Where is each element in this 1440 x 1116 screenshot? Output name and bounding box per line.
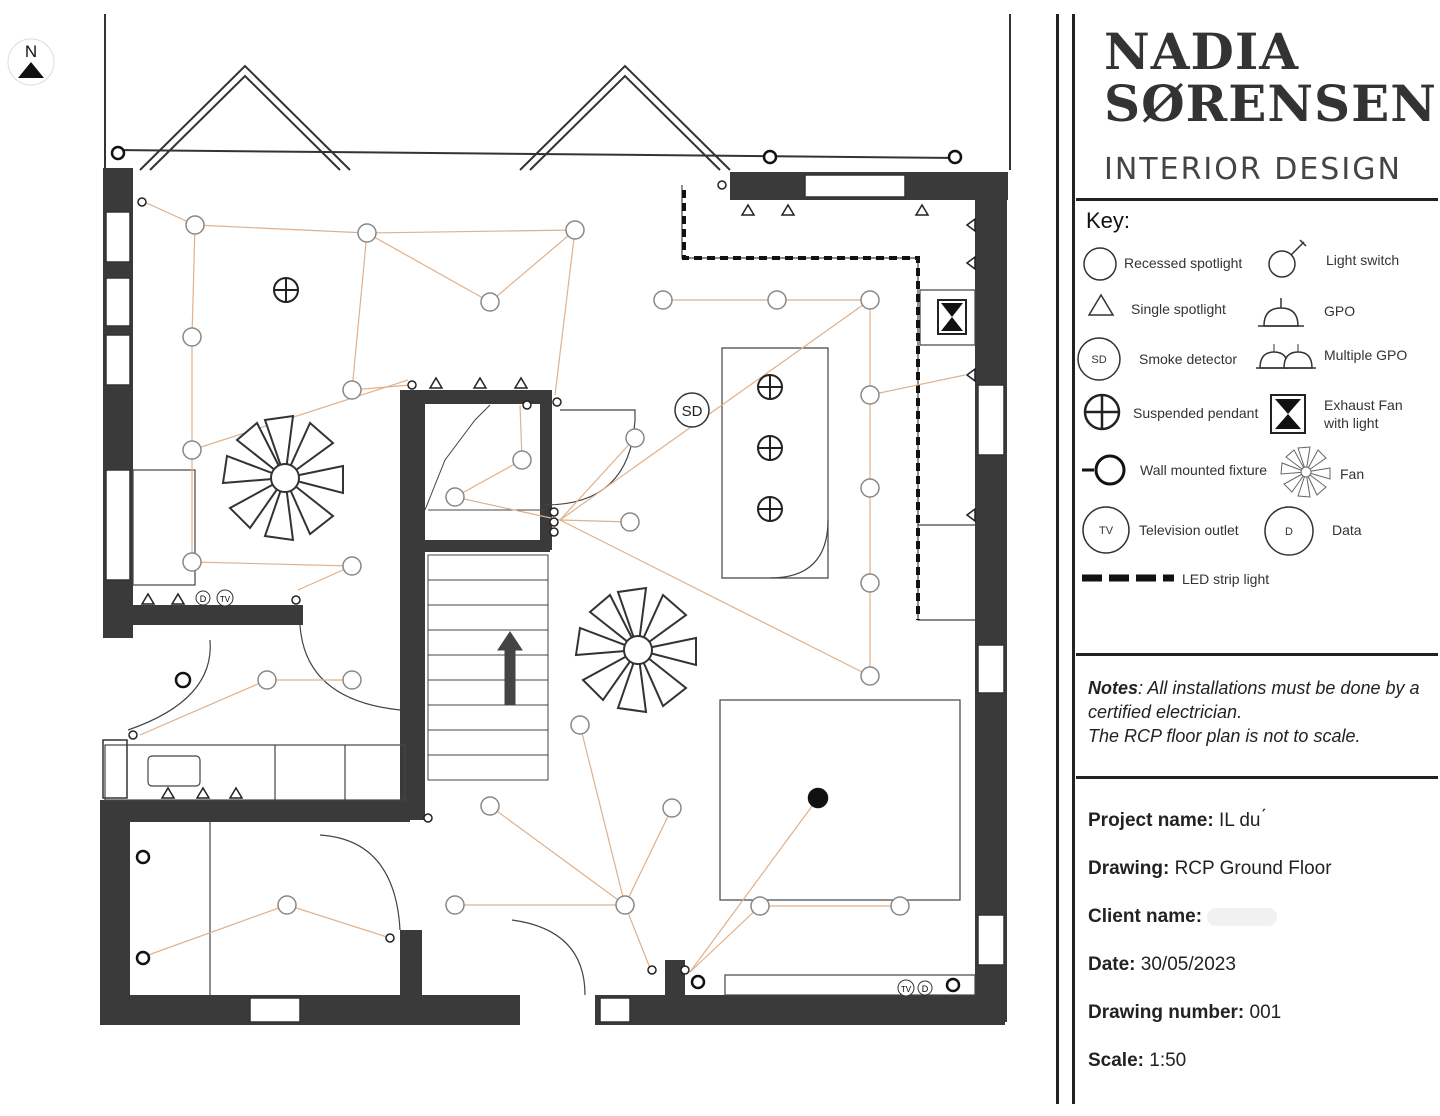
notes-text: : All installations must be done by a ce… [1088,678,1420,722]
wiring [139,199,966,973]
scale-row: Scale: 1:50 [1088,1050,1186,1072]
staircase [424,404,549,781]
multiple-gpo-icon [1256,344,1316,369]
key-label-data: Data [1332,522,1362,538]
date-value: 30/05/2023 [1140,954,1236,975]
light-switch-icon [1268,239,1307,278]
drawing-row: Drawing: RCP Ground Floor [1088,858,1332,880]
sd-label: SD [682,403,703,420]
brand-line-2: SØRENSEN [1104,74,1437,133]
divider-line-2 [1072,14,1075,1104]
key-label-single-spotlight: Single spotlight [1131,301,1226,317]
key-label-gpo: GPO [1324,303,1356,319]
scale-value: 1:50 [1149,1050,1187,1071]
key-label-recessed-spotlight: Recessed spotlight [1124,255,1243,271]
tv-outlet-icon: TV [1082,506,1130,554]
brand-line-1: NADIA [1104,22,1300,81]
notes-text-2: The RCP floor plan is not to scale. [1088,726,1361,746]
project-name-value: IL du ́ [1218,810,1266,831]
project-name-label: Project name: [1088,810,1214,831]
key-label-suspended-pendant: Suspended pendant [1133,405,1259,421]
recessed-spotlights [182,215,910,916]
data-outlet-label: D [200,594,207,604]
notes-label: Notes [1088,678,1139,698]
tv-outlet-label-2: TV [901,985,912,994]
notes-divider [1076,776,1438,779]
data-outlet-label-2: D [922,984,929,994]
drawing-value: RCP Ground Floor [1174,858,1332,879]
suspended-pendant-icon [1083,393,1121,431]
wall-fixture-icon [1082,454,1126,486]
key-label-tv-outlet: Television outlet [1139,522,1239,538]
title-block: NADIA SØRENSEN INTERIOR DESIGN Key: Rece… [1056,0,1440,1116]
fan-icon [1280,446,1331,498]
key-label-fan: Fan [1340,466,1365,482]
key-divider [1076,653,1438,656]
drawing-number-row: Drawing number: 001 [1088,1002,1281,1024]
drawing-number-label: Drawing number: [1088,1002,1245,1023]
led-strip-icon [1082,574,1174,582]
key-title: Key: [1086,208,1131,233]
drawing-number-value: 001 [1249,1002,1282,1023]
recessed-spotlight-icon [1083,247,1117,281]
exhaust-fan-icon [1270,394,1306,434]
divider-line [1056,14,1059,1104]
exhaust-fan-symbol [937,299,967,335]
windows [102,174,1005,1023]
data-icon: D [1264,506,1314,556]
tv-symbol-text: TV [1099,525,1114,537]
single-spotlights [140,203,976,799]
north-arrow-icon: N [7,38,55,86]
data-tv-outlets: D TV TV D [195,589,933,997]
smoke-detector-symbol: SD [674,392,710,428]
led-strip-light [682,190,920,620]
key-label-smoke-detector: Smoke detector [1139,351,1238,367]
key-label-multiple-gpo: Multiple GPO [1324,347,1408,363]
ceiling-fans [221,414,697,714]
client-label: Client name: [1088,906,1203,927]
suspended-pendants [273,277,783,522]
brand-name: NADIA SØRENSEN [1104,26,1437,130]
date-label: Date: [1088,954,1136,975]
date-row: Date: 30/05/2023 [1088,954,1236,976]
client-row: Client name: [1088,906,1278,928]
gpo-icon [1258,298,1304,327]
sd-symbol-text: SD [1091,354,1106,366]
client-value-redacted [1207,907,1278,926]
floor-plan: N [7,14,1011,1025]
single-spotlight-icon [1087,293,1115,316]
smoke-detector-icon: SD [1077,337,1121,381]
key-label-led-strip: LED strip light [1182,571,1270,587]
north-label: N [25,42,37,61]
light-switches [128,180,727,975]
project-name-row: Project name: IL du ́ [1088,810,1266,832]
drawing-label: Drawing: [1088,858,1170,879]
fixtures [104,185,976,996]
key-label-exhaust-fan: Exhaust Fan with light [1324,397,1403,431]
notes: Notes: All installations must be done by… [1088,676,1433,748]
header-divider [1076,198,1438,201]
tv-outlet-label: TV [220,595,231,604]
d-symbol-text: D [1285,526,1293,538]
scale-label: Scale: [1088,1050,1144,1071]
wall-mounted-fixtures [110,145,963,993]
key-label-wall-fixture: Wall mounted fixture [1140,462,1268,478]
key-label-light-switch: Light switch [1326,252,1400,268]
brand-subtitle: INTERIOR DESIGN [1104,152,1402,187]
roof-lines [104,14,1011,171]
